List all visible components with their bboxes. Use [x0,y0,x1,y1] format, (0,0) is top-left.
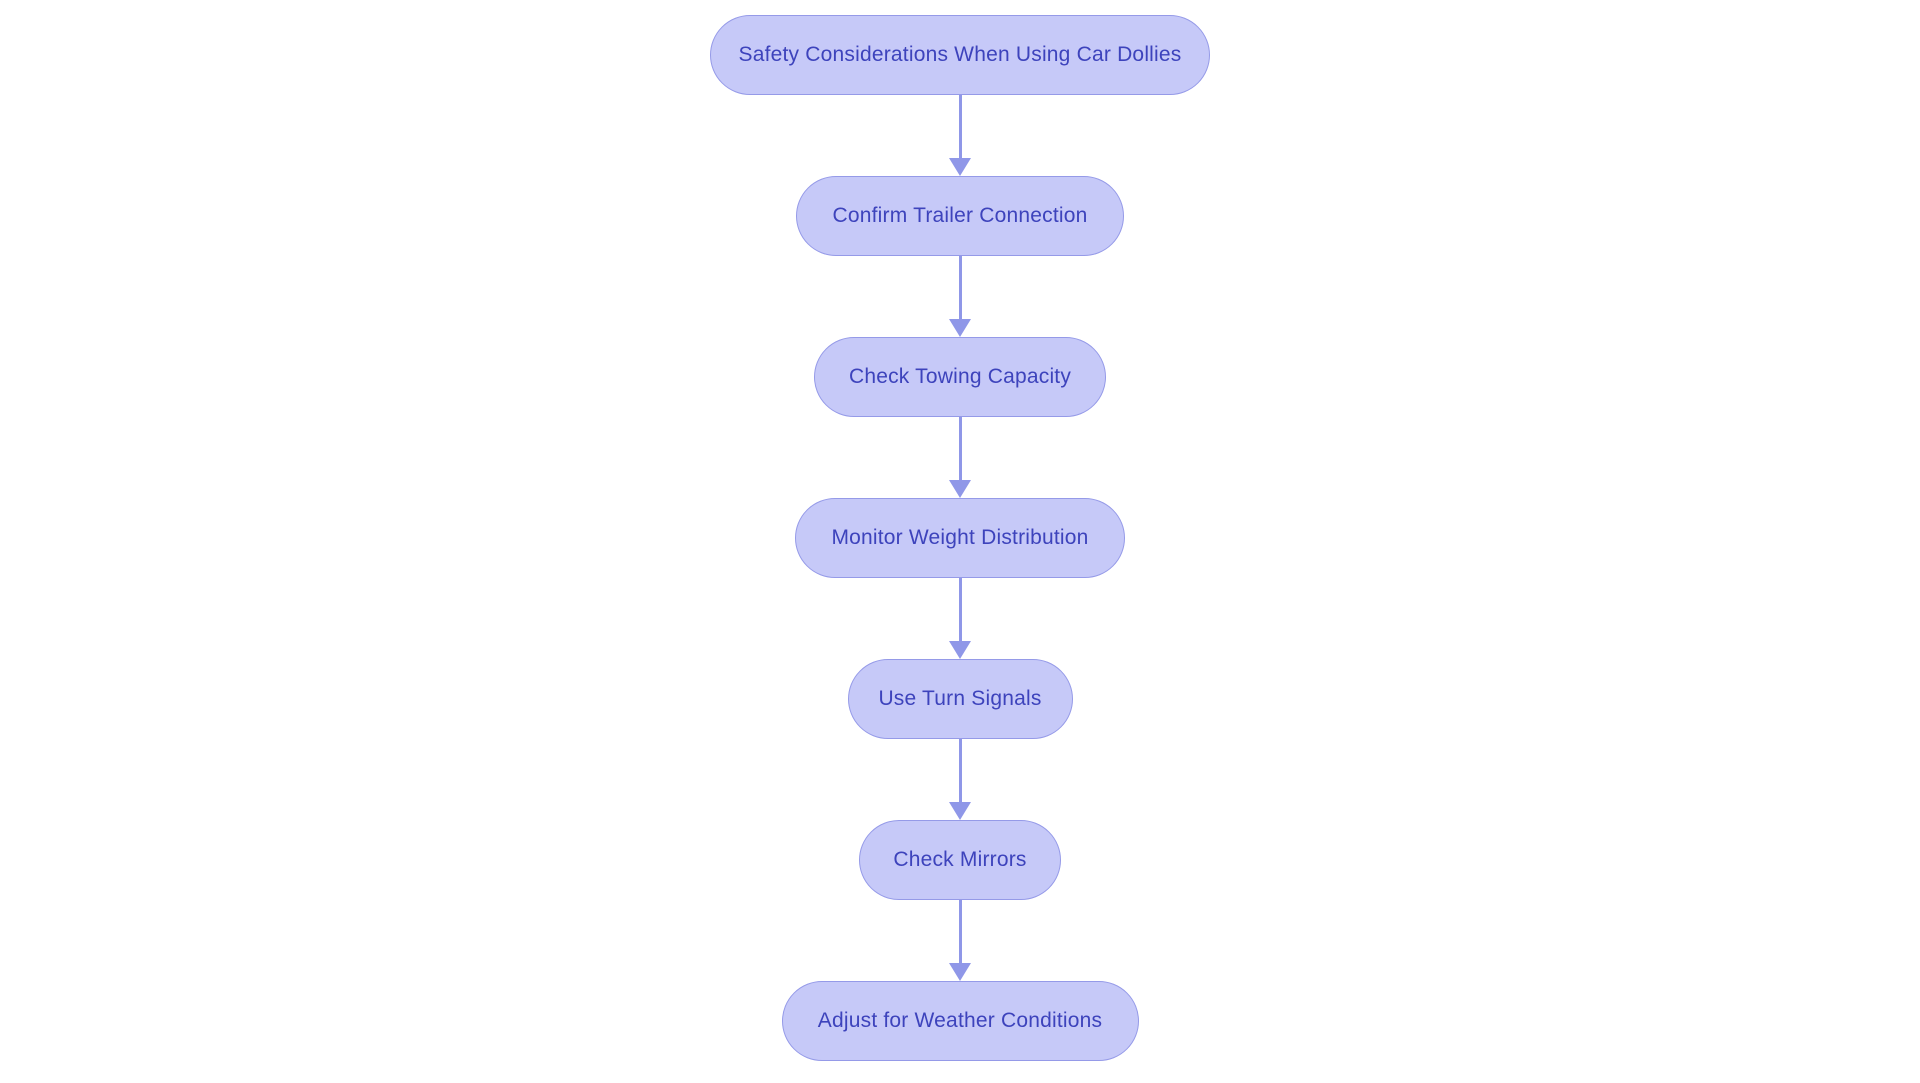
arrow-connector [948,900,972,981]
arrow-down-head [949,641,971,659]
arrow-stem [958,256,962,319]
arrow-down-head [949,319,971,337]
flow-node-label: Use Turn Signals [878,687,1042,710]
arrow-stem [958,739,962,802]
arrow-connector [948,256,972,337]
arrow-down-head [949,802,971,820]
arrow-stem [958,95,962,158]
arrow-down-head [949,963,971,981]
flow-node-use-turn-signals: Use Turn Signals [847,659,1073,739]
arrow-connector [948,578,972,659]
flow-node-label: Adjust for Weather Conditions [817,1009,1103,1032]
arrow-connector [948,95,972,176]
flow-node-label: Confirm Trailer Connection [832,204,1088,227]
flow-node-label: Safety Considerations When Using Car Dol… [738,43,1182,66]
flow-node-confirm-trailer-connection: Confirm Trailer Connection [796,176,1124,256]
flow-node-safety-considerations: Safety Considerations When Using Car Dol… [710,15,1210,95]
arrow-connector [948,739,972,820]
flow-node-monitor-weight-distribution: Monitor Weight Distribution [795,498,1125,578]
arrow-stem [958,900,962,963]
arrow-down-head [949,158,971,176]
flow-node-label: Monitor Weight Distribution [831,526,1089,549]
arrow-connector [948,417,972,498]
flow-node-label: Check Towing Capacity [848,365,1072,388]
flow-node-label: Check Mirrors [893,848,1027,871]
arrow-stem [958,578,962,641]
flow-node-check-mirrors: Check Mirrors [859,820,1061,900]
arrow-stem [958,417,962,480]
flow-node-check-towing-capacity: Check Towing Capacity [814,337,1106,417]
flow-node-adjust-for-weather-conditions: Adjust for Weather Conditions [781,981,1139,1061]
arrow-down-head [949,480,971,498]
